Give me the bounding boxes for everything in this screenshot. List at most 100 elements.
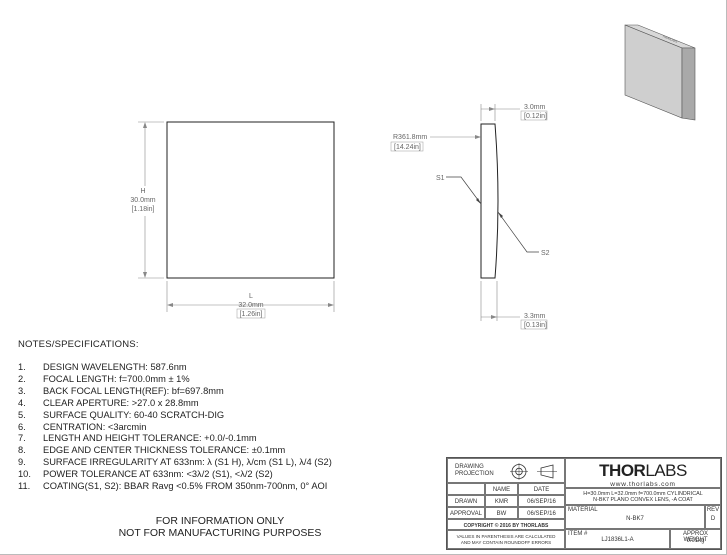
note-text: EDGE AND CENTER THICKNESS TOLERANCE: ±0.… <box>43 445 286 456</box>
s1-leader <box>446 176 482 205</box>
note-number: 3. <box>18 385 26 396</box>
approval-name-cell: BW <box>485 507 518 519</box>
weight-value: 0.01kg <box>686 538 705 544</box>
drawn-date-cell: 06/SEP/16 <box>518 495 565 507</box>
s2-label: S2 <box>541 250 550 257</box>
note-number: 4. <box>18 397 26 408</box>
note-item: 7. LENGTH AND HEIGHT TOLERANCE: +0.0/-0.1… <box>18 433 438 445</box>
note-item: 3.BACK FOCAL LENGTH(REF): bf=697.8mm <box>18 386 438 398</box>
disclaimer-line2: NOT FOR MANUFACTURING PURPOSES <box>118 526 322 539</box>
approval-date: 06/SEP/16 <box>527 511 556 517</box>
s2-arrow <box>498 212 503 218</box>
l-arrow-right <box>328 303 334 307</box>
radius-in: [14.24in] <box>394 144 421 151</box>
t-top-mm: 3.0mm <box>524 104 546 111</box>
rev-cell: REV D <box>705 505 721 529</box>
note-item: 6.CENTRATION: <3arcmin <box>18 422 438 434</box>
t-top-in-box <box>520 110 548 121</box>
values-note-line1: VALUES IN PARENTHESIS ARE CALCULATED <box>456 534 556 539</box>
note-text: CLEAR APERTURE: >27.0 x 28.8mm <box>43 397 199 408</box>
l-mm: 32.0mm <box>238 302 263 309</box>
description-line2: N-BK7 PLANO CONVEX LENS, -A COAT <box>593 497 693 504</box>
note-item: 9. SURFACE IRREGULARITY AT 633nm: λ (S1 H… <box>18 457 438 469</box>
weight-label: APPROX WEIGHT <box>682 531 708 543</box>
item-label: ITEM # <box>568 531 588 537</box>
drawn-name: KMR <box>494 499 509 505</box>
lens-front-view <box>166 121 335 279</box>
logo-cell: THORLABS www.thorlabs.com <box>565 458 721 488</box>
l-arrow-left <box>167 303 173 307</box>
values-note-line2: AND MAY CONTAIN ROUNDOFF ERRORS <box>460 540 552 545</box>
note-text: DESIGN WAVELENGTH: 587.6nm <box>43 362 187 372</box>
name-header-cell: NAME <box>485 483 518 495</box>
blank-header-cell <box>447 483 485 495</box>
note-number: 9. <box>18 457 26 468</box>
item-value: LJ1836L1-A <box>601 537 634 543</box>
approval-label-cell: APPROVAL <box>447 507 485 519</box>
note-text: POWER TOLERANCE AT 633nm: <3λ/2 (S1), <λ… <box>43 469 273 480</box>
technical-drawing: H 30.0mm [1.18in] L 32.0mm [1.26in] 3.0m… <box>124 24 696 330</box>
note-number: 11. <box>18 481 31 492</box>
description: H=30.0mm L=32.0mm f=700.0mm CYLINDRICAL … <box>569 491 717 503</box>
t-bot-mm: 3.3mm <box>524 313 546 320</box>
iso-engraving: THORLABS <box>662 34 678 44</box>
lens-side-view <box>480 123 499 279</box>
s2-leader <box>497 211 539 253</box>
t-top-in: [0.12in] <box>524 113 547 120</box>
h-label: H <box>140 188 145 195</box>
material-label: MATERIAL <box>568 507 598 513</box>
drawn-label-cell: DRAWN <box>447 495 485 507</box>
s1-label: S1 <box>436 175 445 182</box>
material-cell: MATERIAL N-BK7 <box>565 505 705 529</box>
note-number: 10. <box>18 469 31 480</box>
name-header: NAME <box>492 487 511 493</box>
note-number: 8. <box>18 445 26 456</box>
rev-label: REV <box>706 507 720 513</box>
note-number: 7. <box>18 433 26 444</box>
t-bot-in-box <box>520 319 548 330</box>
material-value: N-BK7 <box>626 516 644 522</box>
description-line1: H=30.0mm L=32.0mm f=700.0mm CYLINDRICAL <box>583 491 703 497</box>
iso-side-face <box>681 47 696 121</box>
rev-value: D <box>710 516 716 522</box>
copyright: COPYRIGHT © 2016 BY THORLABS <box>463 522 549 529</box>
t-top-arrow <box>489 107 495 111</box>
note-text: SURFACE IRREGULARITY AT 633nm: λ (S1 H),… <box>43 457 332 468</box>
note-text: SURFACE QUALITY: 60-40 SCRATCH-DIG <box>43 409 225 420</box>
note-text: FOCAL LENGTH: f=700.0mm ± 1% <box>43 373 190 384</box>
logo-bold: THOR <box>599 461 646 480</box>
notes-section: NOTES/SPECIFICATIONS: 1.DESIGN WAVELENGT… <box>18 339 438 493</box>
note-number: 5. <box>18 409 26 420</box>
note-item: 2. FOCAL LENGTH: f=700.0mm ± 1% <box>18 374 438 386</box>
projection-label: DRAWING PROJECTION <box>455 464 494 477</box>
description-cell: H=30.0mm L=32.0mm f=700.0mm CYLINDRICAL … <box>565 488 721 505</box>
h-label-bg <box>124 186 156 216</box>
date-header: DATE <box>533 487 550 493</box>
drawn-name-cell: KMR <box>485 495 518 507</box>
projection-label-line2: PROJECTION <box>455 470 494 477</box>
disclaimer: FOR INFORMATION ONLY NOT FOR MANUFACTURI… <box>110 515 330 539</box>
projection-label-line1: DRAWING <box>455 464 484 470</box>
projection-cell: DRAWING PROJECTION <box>447 458 565 483</box>
note-number: 6. <box>18 421 26 432</box>
values-note-cell: VALUES IN PARENTHESIS ARE CALCULATED AND… <box>447 530 565 549</box>
drawn-label: DRAWN <box>454 499 478 505</box>
item-cell: ITEM # LJ1836L1-A <box>565 529 670 549</box>
radius-mm: R361.8mm <box>393 134 427 141</box>
approval-date-cell: 06/SEP/16 <box>518 507 565 519</box>
radius-arrow <box>475 135 481 139</box>
radius-in-box <box>390 141 424 152</box>
l-in-box <box>236 308 266 319</box>
h-in: [1.18in] <box>132 206 155 213</box>
note-item: 10. POWER TOLERANCE AT 633nm: <3λ/2 (S1),… <box>18 469 438 481</box>
logo-url: www.thorlabs.com <box>610 481 676 488</box>
note-number: 2. <box>18 373 26 384</box>
third-angle-projection-icon <box>510 463 557 480</box>
disclaimer-line1: FOR INFORMATION ONLY <box>155 515 285 527</box>
note-text: LENGTH AND HEIGHT TOLERANCE: +0.0/-0.1mm <box>43 433 257 444</box>
date-header-cell: DATE <box>518 483 565 495</box>
note-number: 1. <box>18 362 26 372</box>
note-item: 5. SURFACE QUALITY: 60-40 SCRATCH-DIG <box>18 410 438 422</box>
h-arrow-bottom <box>143 272 147 278</box>
